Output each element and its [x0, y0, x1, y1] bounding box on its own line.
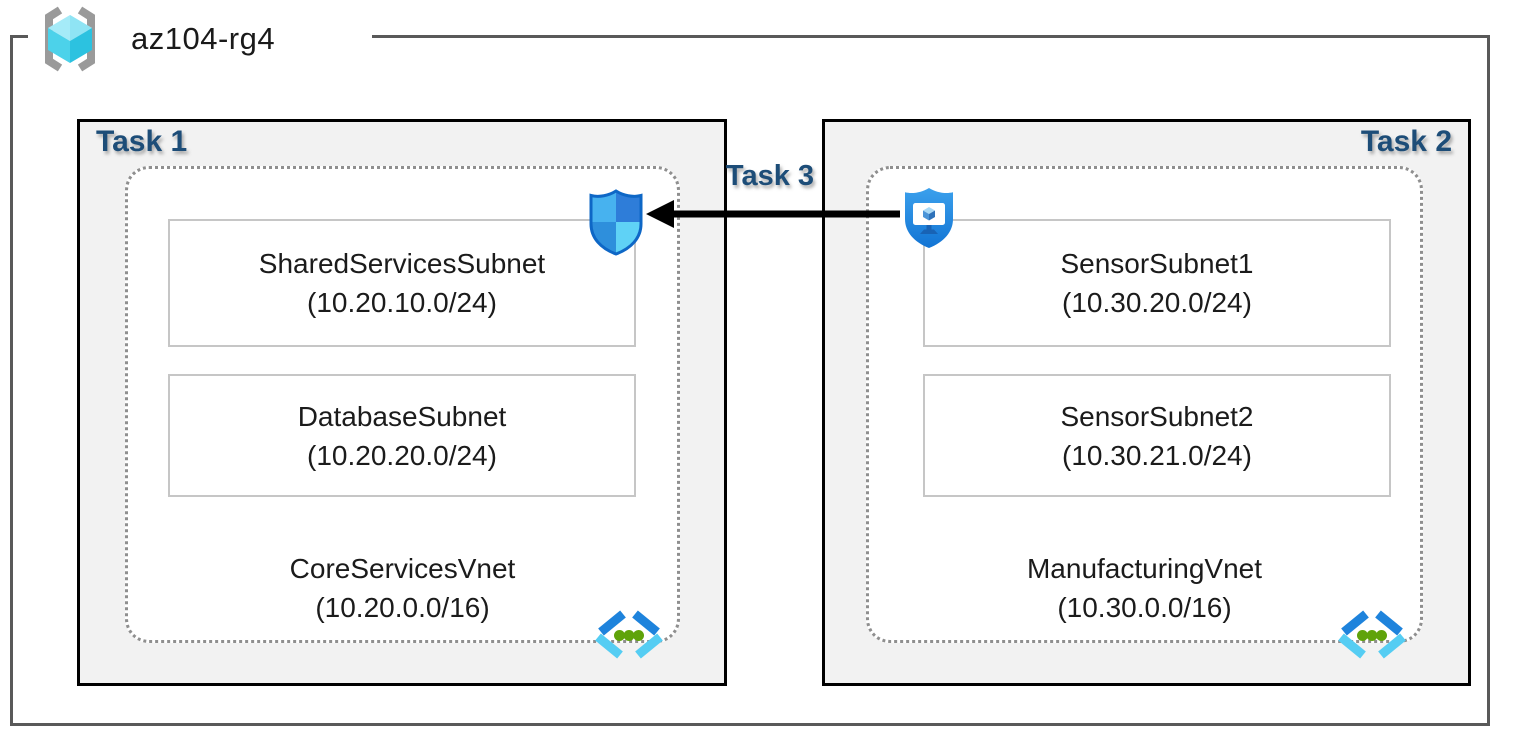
resource-group-icon — [45, 6, 95, 72]
task1-label: Task 1 — [96, 125, 188, 158]
task3-label: Task 3 — [725, 160, 815, 192]
manufacturing-vnet-caption: ManufacturingVnet (10.30.0.0/16) — [869, 549, 1420, 627]
vnet-cidr: (10.30.0.0/16) — [1057, 592, 1232, 623]
task2-label: Task 2 — [1360, 125, 1452, 158]
manufacturing-vnet-box: SensorSubnet1 (10.30.20.0/24) SensorSubn… — [866, 166, 1423, 659]
task3-arrow — [646, 200, 900, 228]
core-services-vnet-caption: CoreServicesVnet (10.20.0.0/16) — [128, 549, 677, 627]
subnet-name: SharedServicesSubnet — [258, 248, 546, 279]
nsg-shield-icon — [589, 189, 643, 256]
core-services-vnet-box: SharedServicesSubnet (10.20.10.0/24) Dat… — [125, 166, 680, 659]
vnet-chevrons-icon — [1338, 610, 1406, 659]
subnet-cidr: (10.20.20.0/24) — [307, 439, 497, 471]
asg-shield-icon — [905, 188, 953, 248]
sensor-subnet2-box: SensorSubnet2 (10.30.21.0/24) — [923, 374, 1391, 497]
vnet-name: ManufacturingVnet — [1026, 553, 1263, 584]
subnet-cidr: (10.30.20.0/24) — [1062, 287, 1252, 318]
subnet-name: SensorSubnet1 — [1060, 248, 1254, 279]
shared-services-subnet-box: SharedServicesSubnet (10.20.10.0/24) — [168, 219, 636, 347]
sensor-subnet1-box: SensorSubnet1 (10.30.20.0/24) — [923, 219, 1391, 347]
subnet-name: DatabaseSubnet — [297, 400, 507, 432]
resource-group-header: az104-rg4 — [28, 0, 372, 78]
vnet-chevrons-icon — [595, 610, 663, 659]
subnet-name: SensorSubnet2 — [1060, 400, 1254, 432]
subnet-cidr: (10.30.21.0/24) — [1062, 439, 1252, 471]
subnet-cidr: (10.20.10.0/24) — [307, 287, 497, 318]
vnet-cidr: (10.20.0.0/16) — [315, 592, 490, 623]
vnet-name: CoreServicesVnet — [289, 553, 516, 584]
database-subnet-box: DatabaseSubnet (10.20.20.0/24) — [168, 374, 636, 497]
resource-group-name: az104-rg4 — [131, 21, 276, 56]
